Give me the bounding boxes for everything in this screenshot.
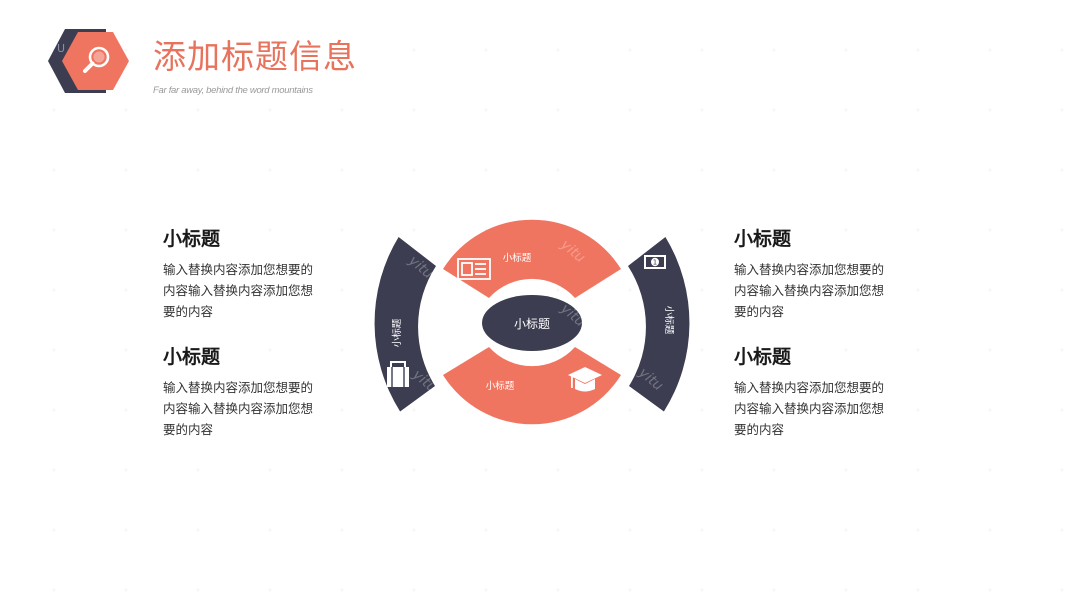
block-heading: 小标题 — [734, 346, 792, 368]
svg-text:yitu: yitu — [635, 364, 666, 394]
segment-bottom-label: 小标题 — [486, 380, 515, 392]
svg-text:yitu: yitu — [405, 252, 436, 282]
svg-text:yitu: yitu — [557, 236, 588, 266]
diagram-watermark: yitu yitu yitu yitu yitu — [405, 236, 666, 396]
block-body: 输入替换内容添加您想要的内容输入替换内容添加您想要的内容 — [163, 261, 314, 319]
svg-text:yitu: yitu — [409, 366, 440, 396]
svg-text:yitu: yitu — [557, 300, 588, 330]
center-label: 小标题 — [514, 317, 550, 331]
banknote-icon: 1 — [644, 255, 666, 269]
text-block-left-top: 小标题 输入替换内容添加您想要的内容输入替换内容添加您想要的内容 — [163, 229, 333, 322]
text-block-right-bottom: 小标题 输入替换内容添加您想要的内容输入替换内容添加您想要的内容 — [734, 347, 904, 440]
block-heading: 小标题 — [163, 228, 221, 250]
text-block-left-bottom: 小标题 输入替换内容添加您想要的内容输入替换内容添加您想要的内容 — [163, 347, 333, 440]
segment-right — [628, 237, 690, 412]
briefcase-icon — [387, 361, 409, 387]
page-subtitle: Far far away, behind the word mountains — [153, 85, 313, 96]
segment-top-label: 小标题 — [503, 252, 532, 264]
segment-left — [374, 237, 436, 412]
svg-text:U: U — [57, 42, 65, 55]
graduation-cap-icon — [568, 367, 602, 392]
text-block-right-top: 小标题 输入替换内容添加您想要的内容输入替换内容添加您想要的内容 — [734, 229, 904, 322]
svg-text:1: 1 — [653, 259, 657, 267]
block-heading: 小标题 — [163, 346, 221, 368]
segment-top — [443, 219, 621, 298]
segment-left-label: 小标题 — [391, 318, 403, 347]
magnifier-icon — [83, 46, 110, 73]
segment-bottom — [443, 347, 621, 425]
center-node — [482, 295, 582, 351]
newspaper-icon — [457, 258, 491, 280]
block-heading: 小标题 — [734, 228, 792, 250]
block-body: 输入替换内容添加您想要的内容输入替换内容添加您想要的内容 — [163, 379, 314, 437]
block-body: 输入替换内容添加您想要的内容输入替换内容添加您想要的内容 — [734, 379, 885, 437]
page-title: 添加标题信息 — [153, 37, 357, 76]
segment-right-label: 小标题 — [663, 306, 675, 335]
block-body: 输入替换内容添加您想要的内容输入替换内容添加您想要的内容 — [734, 261, 885, 319]
logo-hexagon: U — [48, 29, 129, 93]
